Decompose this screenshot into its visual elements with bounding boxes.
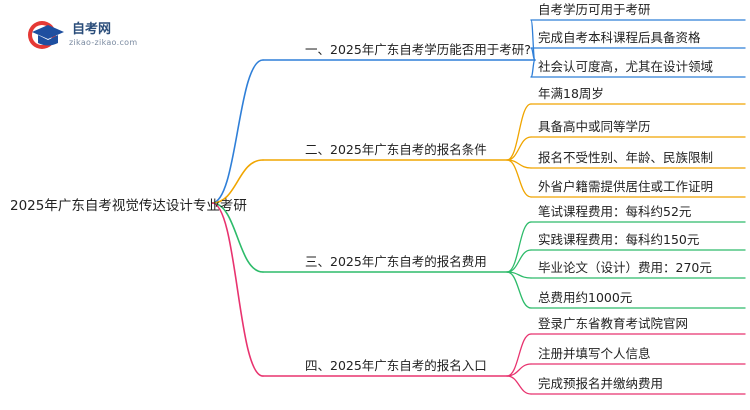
child-label-3-2: 实践课程费用：每科约150元 <box>538 232 700 247</box>
child-label-3-4: 总费用约1000元 <box>538 290 633 305</box>
child-link-4-1 <box>506 333 532 377</box>
child-link-2-2 <box>506 136 532 161</box>
child-label-4-3: 完成预报名并缴纳费用 <box>538 376 664 391</box>
root-topic: 2025年广东自考视觉传达设计专业考研 <box>10 198 247 214</box>
child-link-3-2 <box>506 249 532 273</box>
branch-link-3 <box>211 202 264 273</box>
child-label-2-1: 年满18周岁 <box>538 86 604 101</box>
child-label-1-1: 自考学历可用于考研 <box>538 2 651 17</box>
child-label-3-1: 笔试课程费用：每科约52元 <box>538 204 692 219</box>
child-link-4-2 <box>506 363 532 377</box>
branch-label-2: 二、2025年广东自考的报名条件 <box>305 142 487 157</box>
child-label-1-2: 完成自考本科课程后具备资格 <box>538 30 701 45</box>
child-link-4-3 <box>506 375 532 395</box>
branch-label-3: 三、2025年广东自考的报名费用 <box>305 254 487 269</box>
branch-link-4 <box>211 202 264 377</box>
branch-link-1 <box>211 59 264 204</box>
child-label-3-3: 毕业论文（设计）费用：270元 <box>538 260 712 275</box>
child-label-1-3: 社会认可度高，尤其在设计领域 <box>538 59 714 74</box>
logo: 自考网 zikao-zikao.com <box>26 14 146 54</box>
child-label-2-4: 外省户籍需提供居住或工作证明 <box>538 179 714 194</box>
branch-label-1: 一、2025年广东自考学历能否用于考研? <box>305 42 531 57</box>
graduation-cap-logo-icon <box>28 21 64 49</box>
branch-label-4: 四、2025年广东自考的报名入口 <box>305 358 487 373</box>
child-link-2-1 <box>506 103 532 161</box>
child-label-2-3: 报名不受性别、年龄、民族限制 <box>538 150 714 165</box>
logo-brand: 自考网 <box>72 22 112 37</box>
child-label-4-1: 登录广东省教育考试院官网 <box>538 316 689 331</box>
branch-link-2 <box>211 159 264 204</box>
child-link-1-3 <box>530 59 536 78</box>
child-link-3-4 <box>506 271 532 309</box>
child-label-2-2: 具备高中或同等学历 <box>538 119 651 134</box>
logo-site: zikao-zikao.com <box>69 38 138 47</box>
child-label-4-2: 注册并填写个人信息 <box>538 346 651 361</box>
child-link-2-4 <box>506 159 532 198</box>
child-link-3-1 <box>506 221 532 273</box>
